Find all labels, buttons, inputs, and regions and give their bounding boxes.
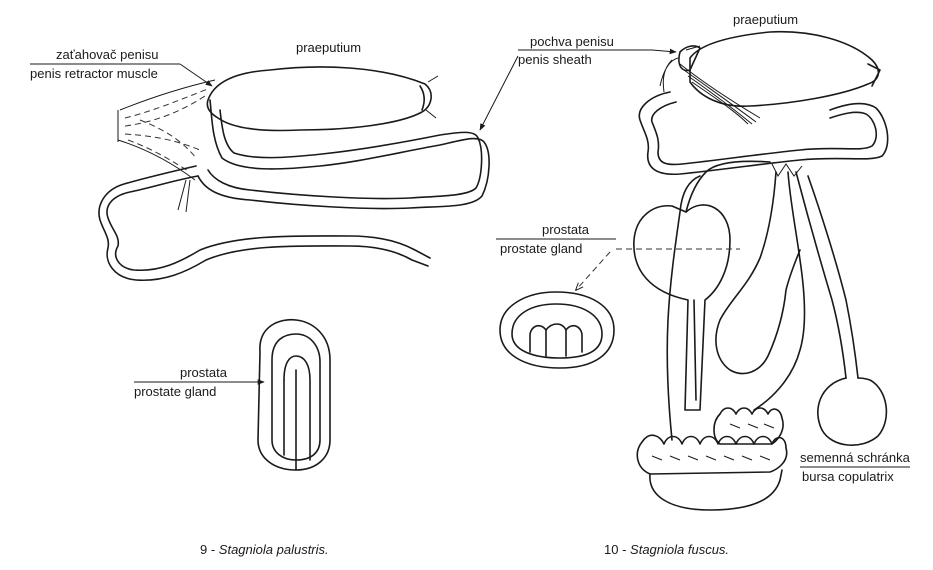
bursa-label-cz: semenná schránka — [800, 450, 911, 465]
caption-9-species: Stagniola palustris. — [219, 542, 329, 557]
convoluted-duct-drawing-10 — [637, 408, 786, 474]
praeputium-drawing-10 — [660, 32, 880, 124]
label-bursa-10: semenná schránka bursa copulatrix — [800, 450, 911, 484]
penis-sheath-drawing-9 — [198, 100, 489, 209]
prostate-label-en-10: prostate gland — [500, 241, 582, 256]
prostate-section-arrow-10 — [576, 252, 610, 290]
sheath-label-cz: pochva penisu — [530, 34, 614, 49]
bursa-copulatrix-drawing-10 — [818, 378, 887, 445]
vas-deferens-drawing-9 — [99, 166, 430, 280]
figure-9: zaťahovač penisu penis retractor muscle … — [30, 40, 489, 557]
sheath-leader-arrow-10 — [652, 50, 676, 52]
prostate-label-en-9: prostate gland — [134, 384, 216, 399]
bursa-label-en: bursa copulatrix — [802, 469, 894, 484]
caption-9-number: 9 - — [200, 542, 215, 557]
label-prostate-10: prostata prostate gland — [496, 222, 740, 290]
caption-10-species: Stagniola fuscus. — [630, 542, 729, 557]
retractor-label-cz: zaťahovač penisu — [56, 47, 158, 62]
penis-retractor-muscle-drawing — [118, 80, 215, 180]
praeputium-label-9: praeputium — [296, 40, 361, 55]
lower-sac-drawing-10 — [650, 470, 782, 510]
retractor-label-en: penis retractor muscle — [30, 66, 158, 81]
caption-9: 9 - Stagniola palustris. — [200, 542, 329, 557]
figure-10: pochva penisu penis sheath praeputium pr… — [480, 12, 911, 557]
caption-10-number: 10 - — [604, 542, 626, 557]
retractor-leader-arrow — [180, 64, 212, 86]
label-prostate-9: prostata prostate gland — [134, 365, 264, 399]
label-retractor-9: zaťahovač penisu penis retractor muscle — [30, 47, 212, 86]
prostate-section-drawing-9 — [258, 320, 330, 470]
sheath-leader-arrow-9 — [480, 56, 518, 130]
prostate-section-drawing-10 — [500, 292, 614, 368]
praeputium-drawing-9 — [207, 67, 438, 131]
prostate-label-cz-9: prostata — [180, 365, 228, 380]
label-sheath-10: pochva penisu penis sheath — [480, 34, 676, 130]
sheath-label-en: penis sheath — [518, 52, 592, 67]
caption-10: 10 - Stagniola fuscus. — [604, 542, 729, 557]
praeputium-label-10: praeputium — [733, 12, 798, 27]
prostate-label-cz-10: prostata — [542, 222, 590, 237]
